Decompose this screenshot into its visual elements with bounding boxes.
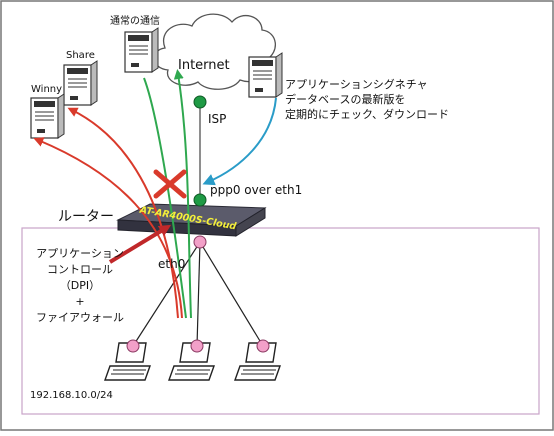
internet-label: Internet: [178, 58, 230, 73]
lan-boundary: [21, 227, 540, 415]
ppp0-label: ppp0 over eth1: [210, 183, 302, 197]
eth0-node: [193, 235, 207, 249]
signature-update-arrow: [202, 97, 277, 186]
eth0-label: eth0: [158, 257, 185, 271]
app-control-line2: コントロール: [47, 263, 113, 276]
server-winny: [30, 93, 65, 139]
server-normal: [124, 27, 159, 73]
winny-label: Winny: [31, 84, 62, 95]
isp-label: ISP: [208, 112, 226, 126]
blocked-traffic-arrows: [33, 107, 183, 319]
signature-note-line1: アプリケーションシグネチャ: [285, 77, 428, 91]
app-control-line5: ファイアウォール: [36, 311, 124, 324]
server-signature: [248, 52, 283, 98]
isp-node: [193, 95, 207, 109]
allowed-arrow-normal: [173, 69, 192, 319]
router-title: ルーター: [58, 209, 114, 225]
share-label: Share: [66, 50, 95, 61]
blocked-arrow-winny: [33, 137, 183, 319]
pc-1: [104, 339, 151, 381]
pc-3: [234, 339, 281, 381]
pc-2: [168, 339, 215, 381]
ppp0-node: [193, 193, 207, 207]
signature-note-line3: 定期的にチェック、ダウンロード: [285, 107, 449, 121]
app-control-line1: アプリケーション: [36, 247, 124, 260]
normal-traffic-label: 通常の通信: [110, 14, 160, 27]
subnet-label: 192.168.10.0/24: [30, 390, 113, 401]
dpi-pointer-arrow: [108, 224, 172, 264]
app-control-line3: （DPI）: [60, 279, 100, 292]
blocked-arrow-share: [67, 107, 179, 319]
server-share: [63, 60, 98, 106]
app-control-line4: +: [75, 295, 84, 308]
block-x-mark: [153, 169, 187, 199]
signature-note-line2: データベースの最新版を: [285, 92, 405, 106]
